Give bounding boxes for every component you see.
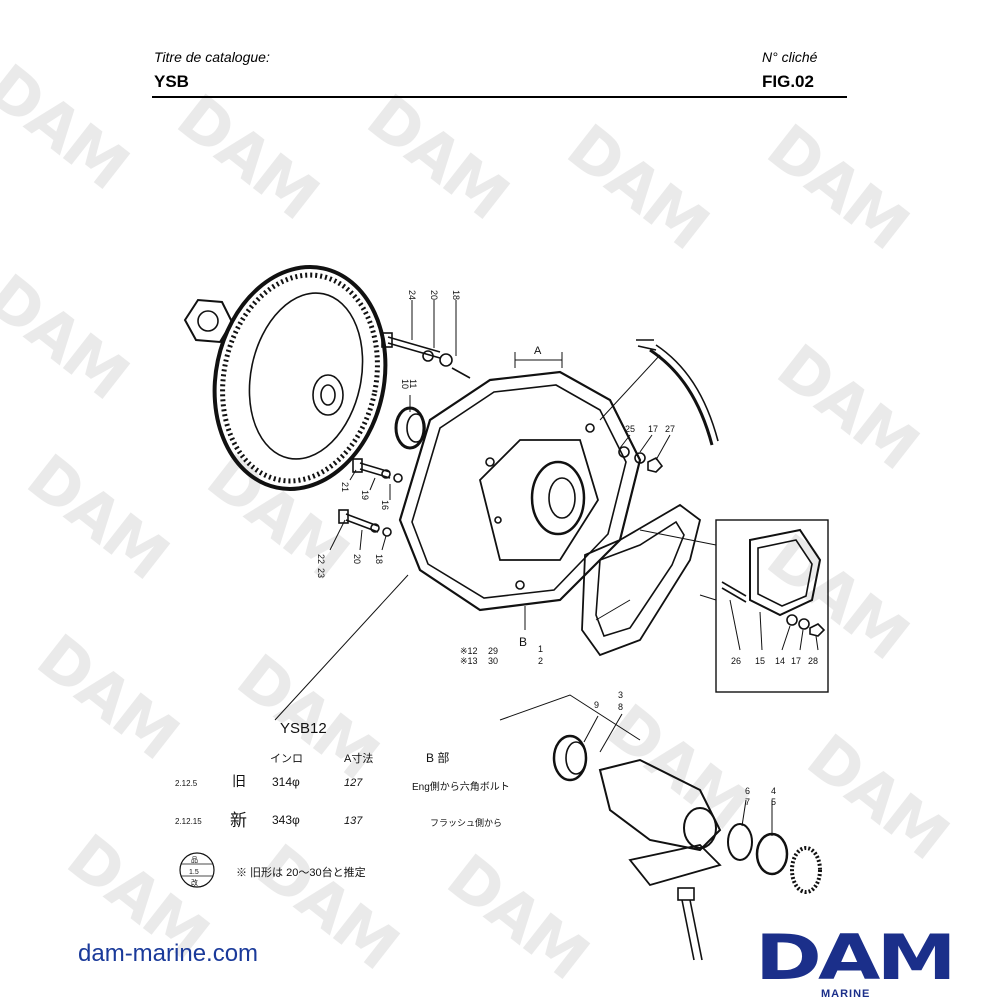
note-row2-date: 2.12.15	[175, 817, 202, 826]
label-5: 5	[771, 797, 776, 807]
label-14: 14	[775, 656, 785, 666]
label-6: 6	[745, 786, 750, 796]
leader-lines	[274, 300, 819, 836]
housing-gasket	[581, 503, 702, 657]
label-16: 16	[380, 500, 390, 510]
flywheel	[212, 265, 388, 491]
label-4: 4	[771, 786, 776, 796]
note-row2-a: 137	[344, 815, 363, 827]
label-24: 24	[407, 290, 417, 300]
label-12: ※12	[460, 646, 478, 656]
note-row1-a: 127	[344, 777, 363, 789]
label-22: 22	[316, 554, 326, 564]
cliche-value: FIG.02	[762, 72, 814, 91]
note-row1-kind: 旧	[232, 773, 246, 789]
label-29: 29	[488, 646, 498, 656]
oil-seal	[394, 406, 426, 450]
label-9: 9	[594, 700, 599, 710]
washer	[618, 446, 630, 458]
note-col-inro: インロ	[270, 753, 303, 765]
brand-logo-text: DAM	[755, 921, 957, 994]
cliche-label: N° cliché	[762, 49, 818, 65]
note-footnote: ※ 旧形は 20〜30台と推定	[236, 865, 366, 879]
label-21: 21	[340, 482, 350, 492]
label-18: 18	[374, 554, 384, 564]
label-13: ※13	[460, 656, 478, 666]
catalog-title-value: YSB	[154, 72, 189, 91]
label-19: 19	[360, 490, 370, 500]
header-rule	[152, 96, 847, 98]
label-18: 18	[451, 290, 461, 300]
note-row1-b: Eng側から六角ボルト	[412, 780, 510, 793]
note-col-a: A寸法	[344, 751, 373, 765]
note-col-b: B 部	[426, 750, 449, 765]
note-row1-inro: 314φ	[272, 775, 300, 789]
note-row2-kind: 新	[230, 811, 247, 830]
label-30: 30	[488, 656, 498, 666]
nut	[647, 456, 664, 473]
label-17: 17	[791, 656, 801, 666]
note-row1-date: 2.12.5	[175, 779, 198, 788]
note-row2-inro: 343φ	[272, 813, 300, 827]
label-15: 15	[755, 656, 765, 666]
note-row2-b: フラッシュ側から	[430, 817, 502, 828]
coupling-shaft-assembly	[552, 734, 822, 961]
label-28: 28	[808, 656, 818, 666]
dimension-a-label: A	[534, 345, 542, 357]
washer	[634, 452, 646, 464]
brand-logo-subtitle: MARINE	[821, 988, 871, 1000]
label-8: 8	[618, 702, 623, 712]
label-1: 1	[538, 644, 543, 654]
breather-pipe	[636, 339, 719, 446]
bolt	[352, 458, 403, 483]
bolt	[338, 509, 392, 537]
label-11: 11	[408, 379, 418, 388]
stamp-line-2: 1.5	[189, 869, 199, 876]
label-20: 20	[429, 290, 439, 300]
label-10: 10	[400, 379, 410, 389]
label-3: 3	[618, 690, 623, 700]
view-b-label: B	[519, 635, 527, 649]
label-20: 20	[352, 554, 362, 564]
stamp-line-1: 品	[191, 856, 198, 864]
label-17: 17	[648, 424, 658, 434]
detail-inset-box	[715, 519, 829, 693]
label-7: 7	[745, 797, 750, 807]
stamp-line-3: 改	[191, 878, 198, 887]
label-25: 25	[625, 424, 635, 434]
label-26: 26	[731, 656, 741, 666]
label-2: 2	[538, 656, 543, 666]
brand-logo: DAM MARINE	[755, 927, 957, 1000]
footer-url-link[interactable]: dam-marine.com	[78, 940, 259, 967]
note-model: YSB12	[280, 720, 327, 737]
catalog-title-label: Titre de catalogue:	[154, 49, 270, 65]
label-27: 27	[665, 424, 675, 434]
handwritten-stamp: 品 1.5 改	[179, 852, 215, 888]
label-23: 23	[316, 568, 326, 578]
flywheel-housing	[398, 370, 642, 612]
bolt	[381, 332, 471, 379]
